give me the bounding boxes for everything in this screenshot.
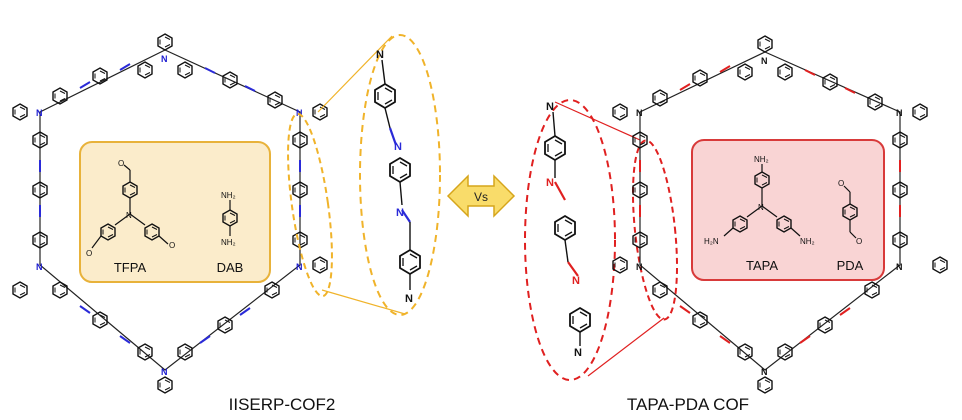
svg-text:N: N xyxy=(161,54,168,64)
tfpa-o-top: O xyxy=(118,159,124,168)
right-cof-caption: TAPA-PDA COF xyxy=(627,395,749,414)
pda-o-bottom: O xyxy=(856,237,862,246)
pda-o-top: O xyxy=(838,179,844,188)
svg-text:N: N xyxy=(296,108,303,118)
tapa-label: TAPA xyxy=(746,258,778,273)
svg-text:N: N xyxy=(761,367,768,377)
tapa-nh2-top: NH₂ xyxy=(754,155,769,164)
right-cof-framework: N N N N N N xyxy=(612,35,948,394)
tfpa-o-right: O xyxy=(169,241,175,250)
left-zoom-highlight: N N N N xyxy=(287,34,441,316)
svg-text:N: N xyxy=(636,262,643,272)
svg-text:N: N xyxy=(761,56,768,66)
pda-structure: O O xyxy=(838,179,862,246)
right-zoom-n-top: N xyxy=(546,101,554,113)
pda-label: PDA xyxy=(837,258,864,273)
svg-text:N: N xyxy=(896,108,903,118)
tfpa-o-left: O xyxy=(86,249,92,258)
dab-label: DAB xyxy=(217,260,244,275)
left-monomer-box: N O O O NH₂ NH₂ TFPA DAB xyxy=(79,141,271,283)
right-monomer-box: N NH₂ H₂N NH₂ O O TAPA PDA xyxy=(691,139,885,281)
vs-arrow: Vs xyxy=(446,174,516,218)
right-zoom-n-bottom: N xyxy=(574,347,582,359)
tfpa-n-atom: N xyxy=(126,211,132,220)
left-zoom-n-bottom: N xyxy=(405,293,413,305)
left-zoom-n-top: N xyxy=(376,49,384,61)
left-zoom-n-mid: N xyxy=(394,141,402,153)
svg-text:N: N xyxy=(36,262,43,272)
dab-nh2-bottom: NH₂ xyxy=(221,238,236,247)
svg-text:N: N xyxy=(636,108,643,118)
tfpa-label: TFPA xyxy=(114,260,147,275)
tfpa-structure: N O O O xyxy=(86,159,175,258)
tapa-n-atom: N xyxy=(758,203,764,212)
svg-text:N: N xyxy=(36,108,43,118)
svg-text:N: N xyxy=(896,262,903,272)
right-zoom-highlight: N N N N xyxy=(524,99,679,381)
left-zoom-n-low: N xyxy=(396,207,404,219)
svg-text:N: N xyxy=(161,367,168,377)
tapa-structure: N NH₂ H₂N NH₂ xyxy=(704,155,815,246)
dab-structure: NH₂ NH₂ xyxy=(221,191,238,247)
vs-label: Vs xyxy=(474,190,488,204)
tapa-nh2-right: NH₂ xyxy=(800,237,815,246)
tapa-h2n-left: H₂N xyxy=(704,237,719,246)
right-zoom-n-mid: N xyxy=(546,177,554,189)
svg-text:N: N xyxy=(296,262,303,272)
dab-nh2-top: NH₂ xyxy=(221,191,236,200)
left-cof-framework: N N N N N N xyxy=(12,33,328,394)
right-zoom-n-low: N xyxy=(572,275,580,287)
left-cof-caption: IISERP-COF2 xyxy=(229,395,336,414)
